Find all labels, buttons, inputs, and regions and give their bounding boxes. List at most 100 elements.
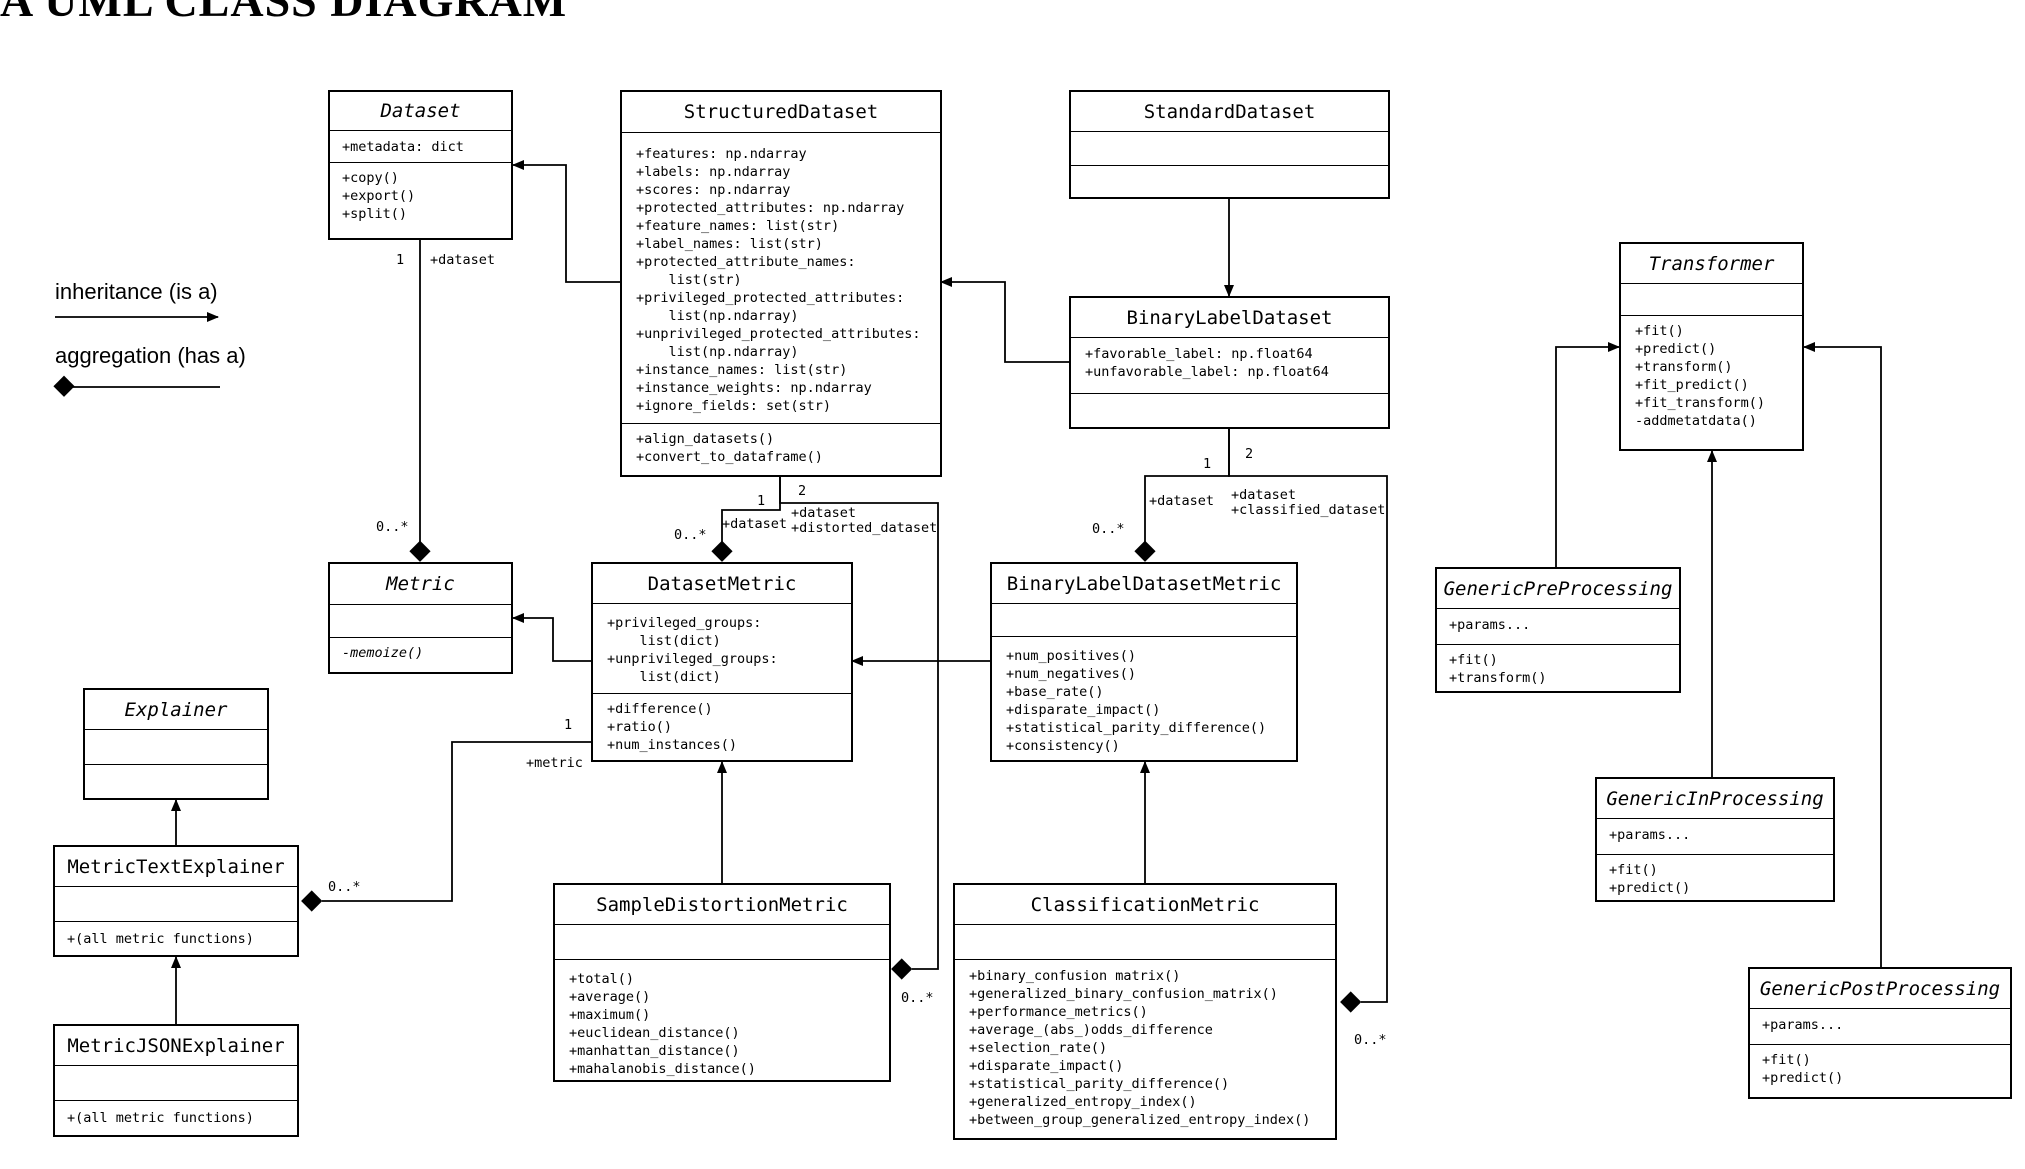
class-methods: +total() +average() +maximum() +euclidea… — [569, 971, 756, 1077]
class-attributes — [992, 604, 1296, 637]
role-label: +dataset +classified_dataset — [1231, 487, 1386, 518]
class-name: GenericInProcessing — [1597, 779, 1833, 819]
class-methods: +fit() +predict() — [1762, 1052, 1844, 1086]
aggregation-diamond-sampledistortion — [891, 958, 913, 980]
aggregation-binarylabeldataset-to-classification — [1228, 429, 1388, 1003]
multiplicity-label: 1 — [396, 252, 405, 268]
class-attributes — [555, 925, 889, 960]
class-explainer: Explainer — [83, 688, 269, 800]
inheritance-postprocessing-to-transformer — [1803, 342, 1882, 968]
class-attributes — [955, 925, 1335, 960]
multiplicity-label: 2 — [1245, 446, 1254, 462]
class-attributes — [1071, 132, 1388, 166]
class-attributes: +params... — [1597, 819, 1833, 855]
aggregation-diamond-classification — [1340, 991, 1362, 1013]
aggregation-diamond-metrictextexplainer — [301, 890, 323, 912]
class-methods — [1071, 394, 1388, 427]
role-label: +dataset — [1149, 493, 1215, 509]
class-methods: +fit() +transform() — [1449, 652, 1547, 686]
class-methods: +(all metric functions) — [67, 1110, 254, 1126]
role-label: +dataset — [430, 252, 496, 268]
class-standarddataset: StandardDataset — [1069, 90, 1390, 199]
class-attributes — [85, 730, 267, 765]
multiplicity-label: 0..* — [901, 990, 934, 1006]
aggregation-structureddataset-to-datasetmetric — [721, 477, 781, 547]
class-name: Explainer — [85, 690, 267, 730]
class-genericpostprocessing: GenericPostProcessing +params... +fit() … — [1748, 967, 2012, 1099]
multiplicity-label: 2 — [798, 483, 807, 499]
class-classificationmetric: ClassificationMetric +binary_confusion m… — [953, 883, 1337, 1140]
aggregation-datasetmetric-to-metrictextexplainer — [322, 741, 593, 902]
class-datasetmetric: DatasetMetric +privileged_groups: list(d… — [591, 562, 853, 762]
inheritance-binarylabeldataset-to-structureddataset — [940, 277, 1070, 363]
multiplicity-label: 0..* — [674, 527, 707, 543]
class-name: ClassificationMetric — [955, 885, 1335, 925]
class-name: MetricTextExplainer — [55, 847, 297, 887]
class-name: BinaryLabelDatasetMetric — [992, 564, 1296, 604]
class-methods: +align_datasets() +convert_to_dataframe(… — [636, 431, 823, 465]
role-label: +dataset +distorted_dataset — [791, 505, 938, 536]
class-sampledistortionmetric: SampleDistortionMetric +total() +average… — [553, 883, 891, 1082]
legend-aggregation-label: aggregation (has a) — [55, 343, 246, 368]
class-structureddataset: StructuredDataset +features: np.ndarray … — [620, 90, 942, 477]
class-methods: +fit() +predict() — [1609, 862, 1691, 896]
legend-inheritance-label: inheritance (is a) — [55, 279, 218, 304]
class-binarylabeldataset: BinaryLabelDataset +favorable_label: np.… — [1069, 296, 1390, 429]
multiplicity-label: 0..* — [376, 519, 409, 535]
multiplicity-label: 1 — [564, 717, 573, 733]
class-name: GenericPreProcessing — [1437, 569, 1679, 609]
class-methods — [85, 765, 267, 798]
multiplicity-label: 0..* — [1354, 1032, 1387, 1048]
class-name: BinaryLabelDataset — [1071, 298, 1388, 338]
class-attributes: +metadata: dict — [330, 131, 511, 163]
class-methods: -memoize() — [342, 645, 424, 661]
class-attributes: +features: np.ndarray +labels: np.ndarra… — [622, 133, 940, 424]
class-methods: +binary_confusion matrix() +generalized_… — [969, 968, 1311, 1128]
multiplicity-label: 0..* — [1092, 521, 1125, 537]
class-name: StandardDataset — [1071, 92, 1388, 132]
class-name: SampleDistortionMetric — [555, 885, 889, 925]
role-label: +dataset — [722, 516, 788, 532]
legend-aggregation-diamond — [53, 375, 75, 397]
page-heading: A UML CLASS DIAGRAM — [0, 0, 568, 26]
class-name: DatasetMetric — [593, 564, 851, 604]
class-metricjsonexplainer: MetricJSONExplainer +(all metric functio… — [53, 1024, 299, 1137]
multiplicity-label: 1 — [757, 493, 766, 509]
class-attributes: +params... — [1750, 1009, 2010, 1045]
class-methods: +fit() +predict() +transform() +fit_pred… — [1635, 323, 1766, 429]
class-methods: +num_positives() +num_negatives() +base_… — [1006, 648, 1267, 754]
class-methods: +difference() +ratio() +num_instances() — [607, 701, 738, 753]
class-methods: +copy() +export() +split() — [342, 170, 416, 222]
aggregation-diamond-datasetmetric — [711, 540, 733, 562]
aggregation-diamond-metric — [409, 540, 431, 562]
inheritance-structureddataset-to-dataset — [512, 160, 622, 283]
class-name: Metric — [330, 564, 511, 605]
aggregation-structureddataset-to-sampledistortion — [779, 477, 939, 970]
class-attributes: +favorable_label: np.float64 +unfavorabl… — [1071, 338, 1388, 394]
class-name: GenericPostProcessing — [1750, 969, 2010, 1009]
inheritance-preprocessing-to-transformer — [1555, 342, 1620, 568]
multiplicity-label: 0..* — [328, 879, 361, 895]
class-dataset: Dataset +metadata: dict +copy() +export(… — [328, 90, 513, 240]
class-binarylabeldatasetmetric: BinaryLabelDatasetMetric +num_positives(… — [990, 562, 1298, 762]
aggregation-diamond-blmetric — [1134, 540, 1156, 562]
inheritance-datasetmetric-to-metric — [512, 613, 593, 662]
class-attributes — [1621, 284, 1802, 316]
class-attributes — [55, 1066, 297, 1101]
class-name: Transformer — [1621, 244, 1802, 284]
class-attributes: +privileged_groups: list(dict) +unprivil… — [593, 604, 851, 694]
role-label: +metric — [526, 755, 583, 771]
class-name: Dataset — [330, 92, 511, 131]
class-metric: Metric -memoize() — [328, 562, 513, 674]
aggregation-binarylabeldataset-to-blmetric — [1144, 429, 1230, 547]
class-attributes: +params... — [1437, 609, 1679, 645]
class-genericinprocessing: GenericInProcessing +params... +fit() +p… — [1595, 777, 1835, 902]
class-name: StructuredDataset — [622, 92, 940, 133]
class-genericpreprocessing: GenericPreProcessing +params... +fit() +… — [1435, 567, 1681, 693]
class-methods: +(all metric functions) — [67, 931, 254, 947]
class-attributes — [55, 887, 297, 922]
class-transformer: Transformer +fit() +predict() +transform… — [1619, 242, 1804, 451]
class-name: MetricJSONExplainer — [55, 1026, 297, 1066]
multiplicity-label: 1 — [1203, 456, 1212, 472]
